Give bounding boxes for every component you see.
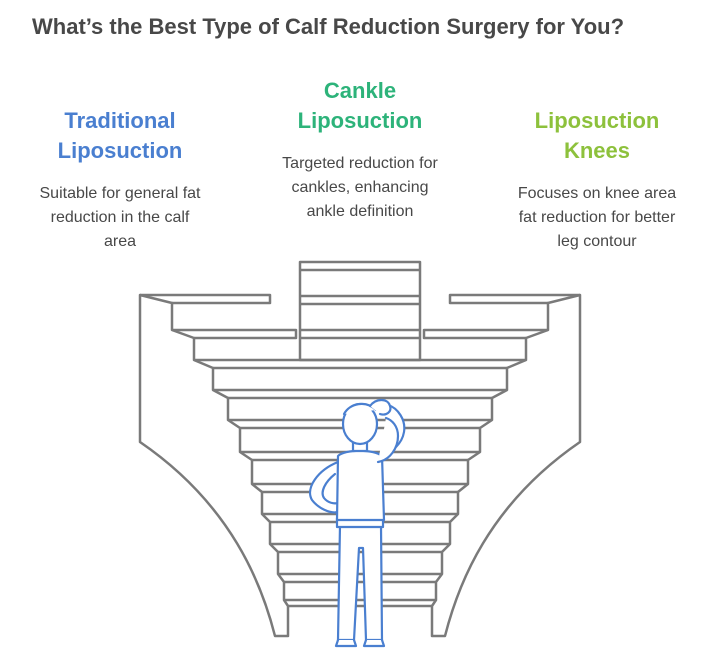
page-title: What’s the Best Type of Calf Reduction S… [32, 14, 625, 39]
option-cankle-desc-line1: Targeted reduction for [282, 155, 438, 172]
left-outer-wall [138, 293, 290, 638]
thinking-person-icon [309, 398, 406, 648]
option-traditional-heading-line2: Liposuction [57, 138, 183, 163]
option-cankle-heading-line2: Liposuction [297, 108, 423, 133]
option-traditional-desc-line2: reduction in the calf [50, 209, 190, 226]
option-knees-description: Focuses on knee area fat reduction for b… [487, 182, 707, 254]
step-11 [284, 598, 436, 608]
option-knees-desc-line2: fat reduction for better [518, 209, 676, 226]
step-4 [213, 388, 507, 400]
right-outer-wall [430, 293, 582, 638]
left-step-1 [140, 293, 272, 305]
right-step-2 [422, 328, 548, 340]
option-knees-heading: Liposuction Knees [507, 106, 687, 166]
step-3 [194, 358, 526, 370]
option-knees-desc-line1: Focuses on knee area [517, 185, 677, 202]
option-traditional-description: Suitable for general fat reduction in th… [10, 182, 230, 254]
option-traditional-heading-line1: Traditional [64, 108, 176, 133]
left-step-2 [172, 328, 298, 340]
central-tower [298, 260, 422, 362]
option-cankle-desc-line2: cankles, enhancing [291, 179, 429, 196]
step-10 [278, 572, 442, 584]
option-knees-heading-line2: Knees [563, 138, 631, 163]
right-step-1 [448, 293, 580, 305]
option-cankle-description: Targeted reduction for cankles, enhancin… [250, 152, 470, 224]
option-cankle-desc-line3: ankle definition [306, 203, 414, 220]
option-traditional-heading: Traditional Liposuction [30, 106, 210, 166]
option-traditional-desc-line3: area [103, 233, 137, 250]
option-knees-desc-line3: leg contour [557, 233, 637, 250]
option-cankle-heading: Cankle Liposuction [270, 76, 450, 136]
option-knees-heading-line1: Liposuction [534, 108, 660, 133]
option-cankle-heading-line1: Cankle [323, 78, 397, 103]
option-traditional-desc-line1: Suitable for general fat [39, 185, 201, 202]
